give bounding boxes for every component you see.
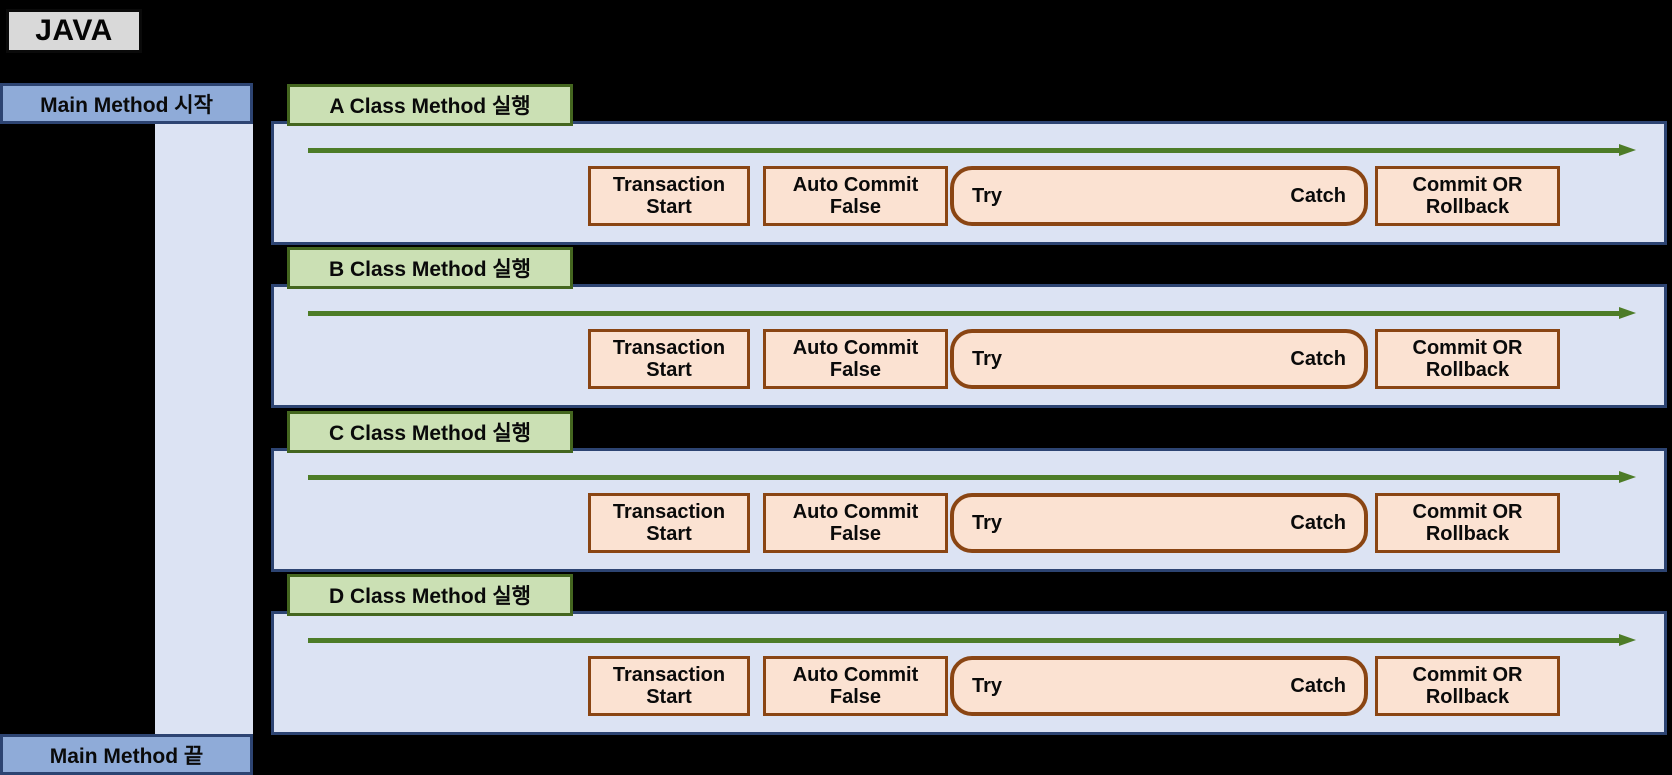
step-transaction-start-a: Transaction Start	[588, 166, 750, 226]
class-tag-d-label: D Class Method 실행	[329, 585, 531, 608]
step-label: Transaction Start	[612, 336, 726, 381]
class-tag-b-label: B Class Method 실행	[329, 258, 531, 281]
step-label: Transaction Start	[612, 173, 726, 218]
method-panel-c: Transaction Start Auto Commit False Try …	[271, 448, 1667, 572]
flow-arrow-b-icon	[308, 307, 1636, 319]
main-method-end-bar: Main Method 끝	[0, 734, 253, 775]
step-label: Auto Commit False	[792, 663, 919, 708]
flow-arrow-shaft	[308, 475, 1620, 480]
step-transaction-start-b: Transaction Start	[588, 329, 750, 389]
flow-arrow-head	[1619, 144, 1636, 156]
class-tag-c: C Class Method 실행	[287, 411, 573, 453]
flow-arrow-shaft	[308, 311, 1620, 316]
try-label: Try	[972, 674, 1003, 697]
main-method-start-bar: Main Method 시작	[0, 83, 253, 124]
step-auto-commit-false-b: Auto Commit False	[763, 329, 948, 389]
method-panel-d: Transaction Start Auto Commit False Try …	[271, 611, 1667, 735]
method-panel-a: Transaction Start Auto Commit False Try …	[271, 121, 1667, 245]
flow-arrow-head	[1619, 307, 1636, 319]
step-label: Auto Commit False	[792, 500, 919, 545]
step-label: Transaction Start	[612, 500, 726, 545]
method-panel-b: Transaction Start Auto Commit False Try …	[271, 284, 1667, 408]
java-title-label: JAVA	[35, 14, 113, 47]
try-catch-block-d: Try Catch	[950, 656, 1368, 716]
step-transaction-start-c: Transaction Start	[588, 493, 750, 553]
step-label: Auto Commit False	[792, 336, 919, 381]
try-label: Try	[972, 347, 1003, 370]
step-commit-or-rollback-b: Commit OR Rollback	[1375, 329, 1560, 389]
step-auto-commit-false-d: Auto Commit False	[763, 656, 948, 716]
class-tag-d: D Class Method 실행	[287, 574, 573, 616]
try-catch-block-c: Try Catch	[950, 493, 1368, 553]
step-label: Commit OR Rollback	[1412, 663, 1523, 708]
class-tag-a-label: A Class Method 실행	[329, 95, 531, 118]
flow-arrow-shaft	[308, 638, 1620, 643]
step-label: Auto Commit False	[792, 173, 919, 218]
try-label: Try	[972, 184, 1003, 207]
step-commit-or-rollback-a: Commit OR Rollback	[1375, 166, 1560, 226]
main-method-start-label: Main Method 시작	[40, 93, 213, 117]
flow-arrow-d-icon	[308, 634, 1636, 646]
step-commit-or-rollback-d: Commit OR Rollback	[1375, 656, 1560, 716]
main-method-stem	[155, 124, 253, 734]
class-tag-c-label: C Class Method 실행	[329, 422, 531, 445]
class-tag-a: A Class Method 실행	[287, 84, 573, 126]
flow-arrow-shaft	[308, 148, 1620, 153]
step-label: Commit OR Rollback	[1412, 173, 1523, 218]
catch-label: Catch	[1290, 347, 1346, 370]
flow-arrow-c-icon	[308, 471, 1636, 483]
main-method-column: Main Method 시작 Main Method 끝	[0, 83, 253, 775]
class-tag-b: B Class Method 실행	[287, 247, 573, 289]
step-label: Commit OR Rollback	[1412, 336, 1523, 381]
main-method-end-label: Main Method 끝	[49, 744, 204, 768]
try-label: Try	[972, 511, 1003, 534]
try-catch-block-b: Try Catch	[950, 329, 1368, 389]
step-label: Transaction Start	[612, 663, 726, 708]
catch-label: Catch	[1290, 511, 1346, 534]
step-auto-commit-false-a: Auto Commit False	[763, 166, 948, 226]
step-auto-commit-false-c: Auto Commit False	[763, 493, 948, 553]
catch-label: Catch	[1290, 674, 1346, 697]
java-title-chip: JAVA	[6, 9, 142, 53]
step-label: Commit OR Rollback	[1412, 500, 1523, 545]
try-catch-block-a: Try Catch	[950, 166, 1368, 226]
step-commit-or-rollback-c: Commit OR Rollback	[1375, 493, 1560, 553]
step-transaction-start-d: Transaction Start	[588, 656, 750, 716]
flow-arrow-a-icon	[308, 144, 1636, 156]
flow-arrow-head	[1619, 471, 1636, 483]
catch-label: Catch	[1290, 184, 1346, 207]
flow-arrow-head	[1619, 634, 1636, 646]
